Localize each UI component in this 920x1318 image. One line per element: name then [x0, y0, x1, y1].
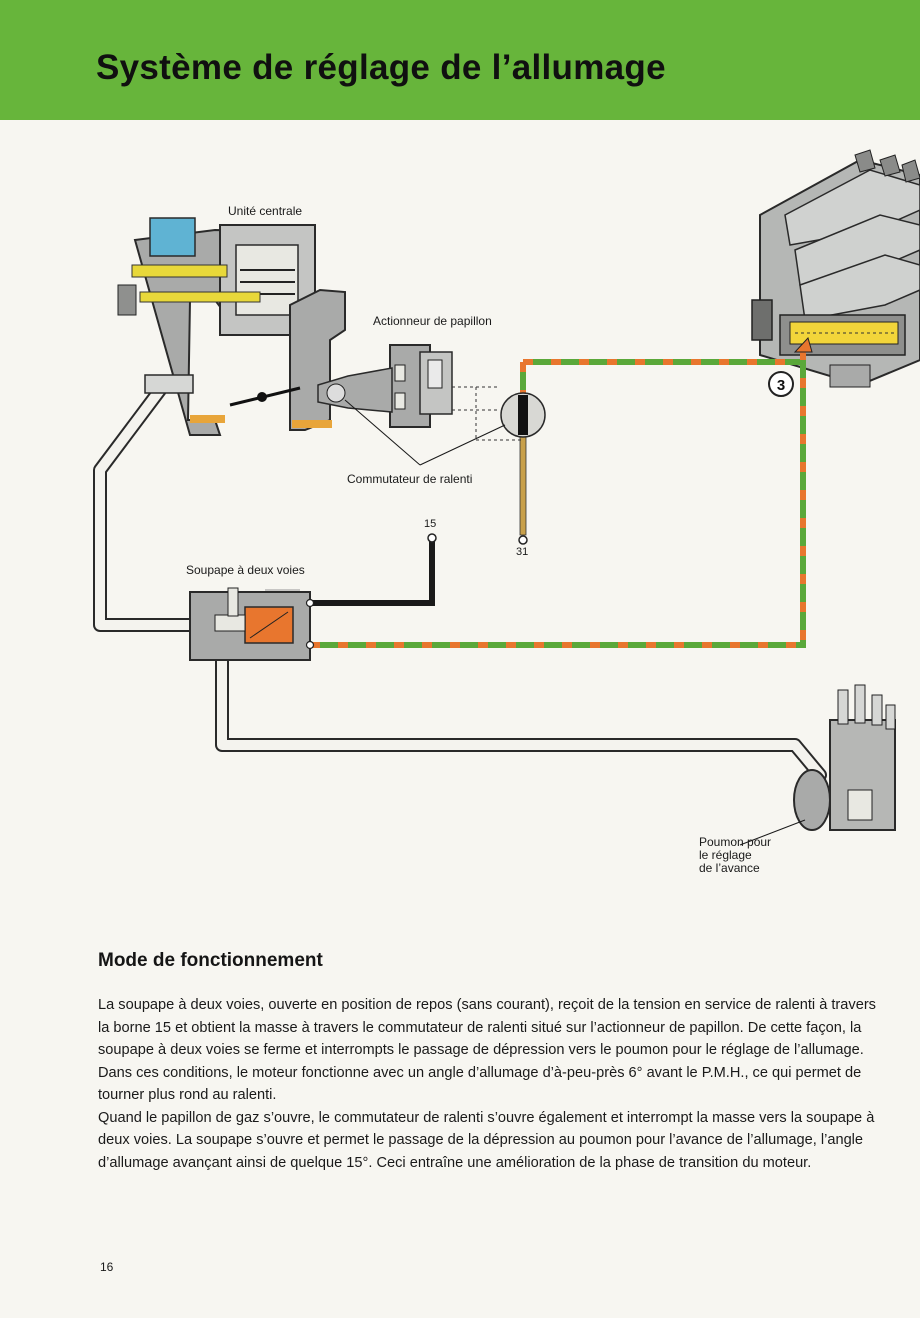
label-central-unit: Unité centrale — [228, 204, 303, 218]
section-title: Mode de fonctionnement — [98, 950, 323, 971]
vacuum-hoses — [93, 383, 827, 782]
paragraph: Dans ces conditions, le moteur fonctionn… — [98, 1064, 862, 1104]
throttle-actuator — [317, 344, 453, 428]
ignition-system-diagram: 3 — [0, 120, 920, 920]
label-idle-switch: Commutateur de ralenti — [347, 472, 473, 486]
svg-text:3: 3 — [777, 377, 785, 394]
label-terminal-15: 15 — [424, 518, 437, 530]
label-terminal-31: 31 — [516, 546, 529, 558]
terminal-31-icon — [518, 535, 528, 545]
page-title: Système de réglage de l’allumage — [96, 48, 666, 87]
ecu-module — [751, 149, 920, 388]
body-text: La soupape à deux voies, ouverte en posi… — [98, 994, 888, 1174]
idle-switch — [344, 386, 546, 466]
distributor — [739, 684, 896, 846]
label-two-way-valve: Soupape à deux voies — [186, 563, 305, 577]
paragraph: Quand le papillon de gaz s’ouvre, le com… — [98, 1109, 875, 1171]
connector-number-badge: 3 — [768, 371, 794, 397]
label-advance-diaphragm: Poumon pour le réglage de l’avance — [699, 835, 772, 875]
throttle-body — [117, 217, 346, 436]
signal-wire — [310, 337, 813, 648]
paragraph: La soupape à deux voies, ouverte en posi… — [98, 997, 876, 1058]
terminal-15-icon — [427, 533, 437, 543]
page-header: Système de réglage de l’allumage — [0, 0, 920, 120]
label-throttle-actuator: Actionneur de papillon — [373, 314, 492, 328]
two-way-valve — [189, 587, 315, 661]
page-number: 16 — [100, 1260, 114, 1274]
supply-wire-15 — [310, 533, 437, 606]
